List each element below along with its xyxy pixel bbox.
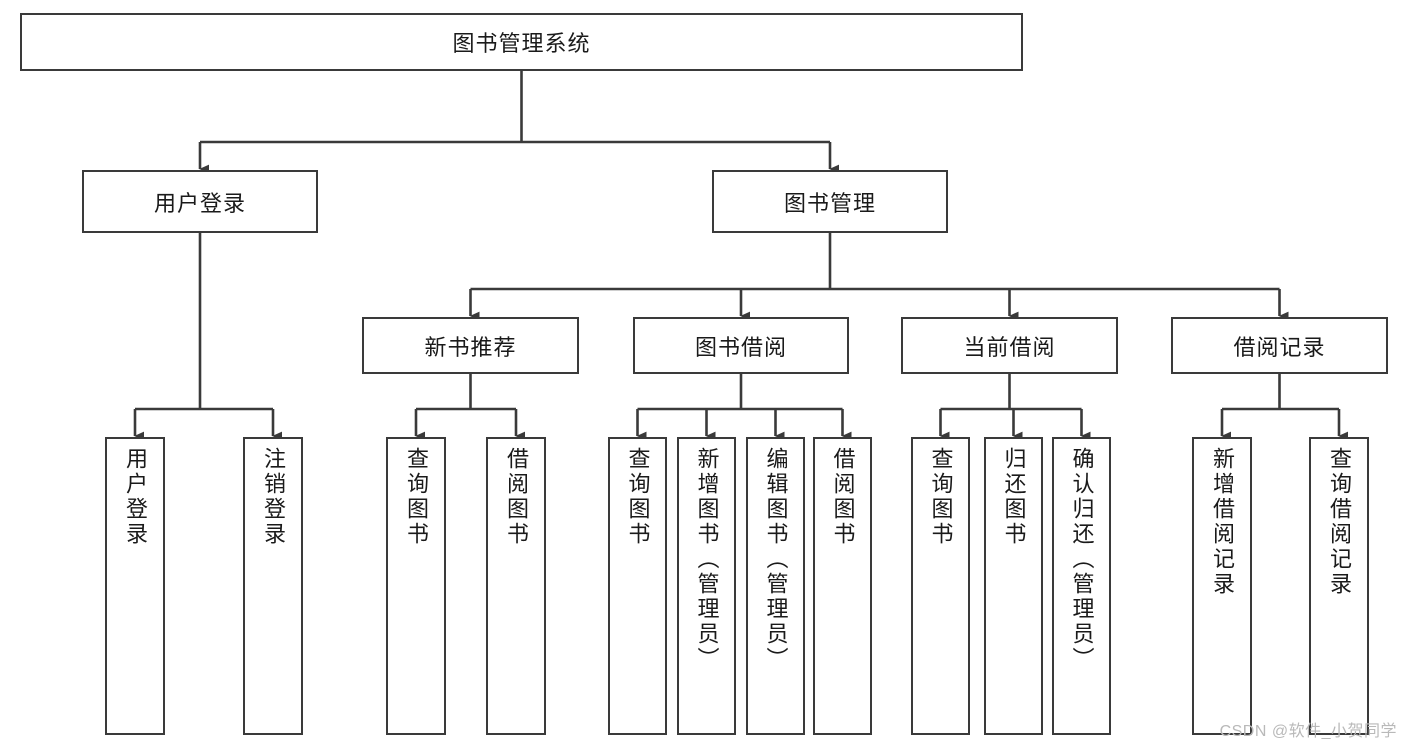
node-leaf-query-book-1[interactable]: 查询图书 — [386, 437, 446, 735]
node-leaf-borrow-book-1[interactable]: 借阅图书 — [486, 437, 546, 735]
node-label: 确认归还（管理员） — [1069, 447, 1095, 672]
node-leaf-query-book-3[interactable]: 查询图书 — [911, 437, 970, 735]
edge-group — [133, 71, 1349, 441]
node-label: 新书推荐 — [424, 334, 517, 360]
node-label: 新增图书（管理员） — [694, 447, 720, 672]
node-label: 查询图书 — [404, 447, 429, 547]
node-label: 当前借阅 — [963, 334, 1056, 360]
node-leaf-add-book[interactable]: 新增图书（管理员） — [677, 437, 736, 735]
node-label: 借阅记录 — [1233, 334, 1326, 360]
node-leaf-return-book[interactable]: 归还图书 — [984, 437, 1043, 735]
node-book-mgmt[interactable]: 图书管理 — [712, 170, 948, 233]
node-label: 图书管理 — [783, 190, 876, 216]
node-label: 借阅图书 — [504, 447, 529, 547]
node-leaf-add-record[interactable]: 新增借阅记录 — [1192, 437, 1252, 735]
watermark: CSDN @软件_小贺同学 — [1219, 723, 1397, 740]
node-label: 借阅图书 — [830, 447, 856, 547]
node-label: 新增借阅记录 — [1210, 447, 1235, 597]
node-leaf-user-logout[interactable]: 注销登录 — [243, 437, 303, 735]
node-root[interactable]: 图书管理系统 — [20, 13, 1023, 71]
node-label: 查询图书 — [625, 447, 651, 547]
node-new-book-rec[interactable]: 新书推荐 — [362, 317, 579, 374]
node-leaf-user-login[interactable]: 用户登录 — [105, 437, 165, 735]
node-label: 查询图书 — [928, 447, 954, 547]
node-borrow-record[interactable]: 借阅记录 — [1171, 317, 1388, 374]
node-book-borrow[interactable]: 图书借阅 — [633, 317, 849, 374]
node-label: 用户登录 — [153, 190, 246, 216]
node-current-borrow[interactable]: 当前借阅 — [901, 317, 1118, 374]
node-label: 图书管理系统 — [452, 31, 591, 56]
node-label: 注销登录 — [261, 447, 286, 547]
node-label: 图书借阅 — [694, 334, 787, 360]
node-label: 用户登录 — [123, 447, 148, 547]
node-leaf-query-book-2[interactable]: 查询图书 — [608, 437, 667, 735]
node-user-login[interactable]: 用户登录 — [82, 170, 318, 233]
node-leaf-borrow-book-2[interactable]: 借阅图书 — [813, 437, 872, 735]
node-label: 编辑图书（管理员） — [763, 447, 789, 672]
node-leaf-edit-book[interactable]: 编辑图书（管理员） — [746, 437, 805, 735]
node-leaf-confirm-return[interactable]: 确认归还（管理员） — [1052, 437, 1111, 735]
node-label: 查询借阅记录 — [1327, 447, 1352, 597]
node-leaf-query-record[interactable]: 查询借阅记录 — [1309, 437, 1369, 735]
node-label: 归还图书 — [1001, 447, 1027, 547]
